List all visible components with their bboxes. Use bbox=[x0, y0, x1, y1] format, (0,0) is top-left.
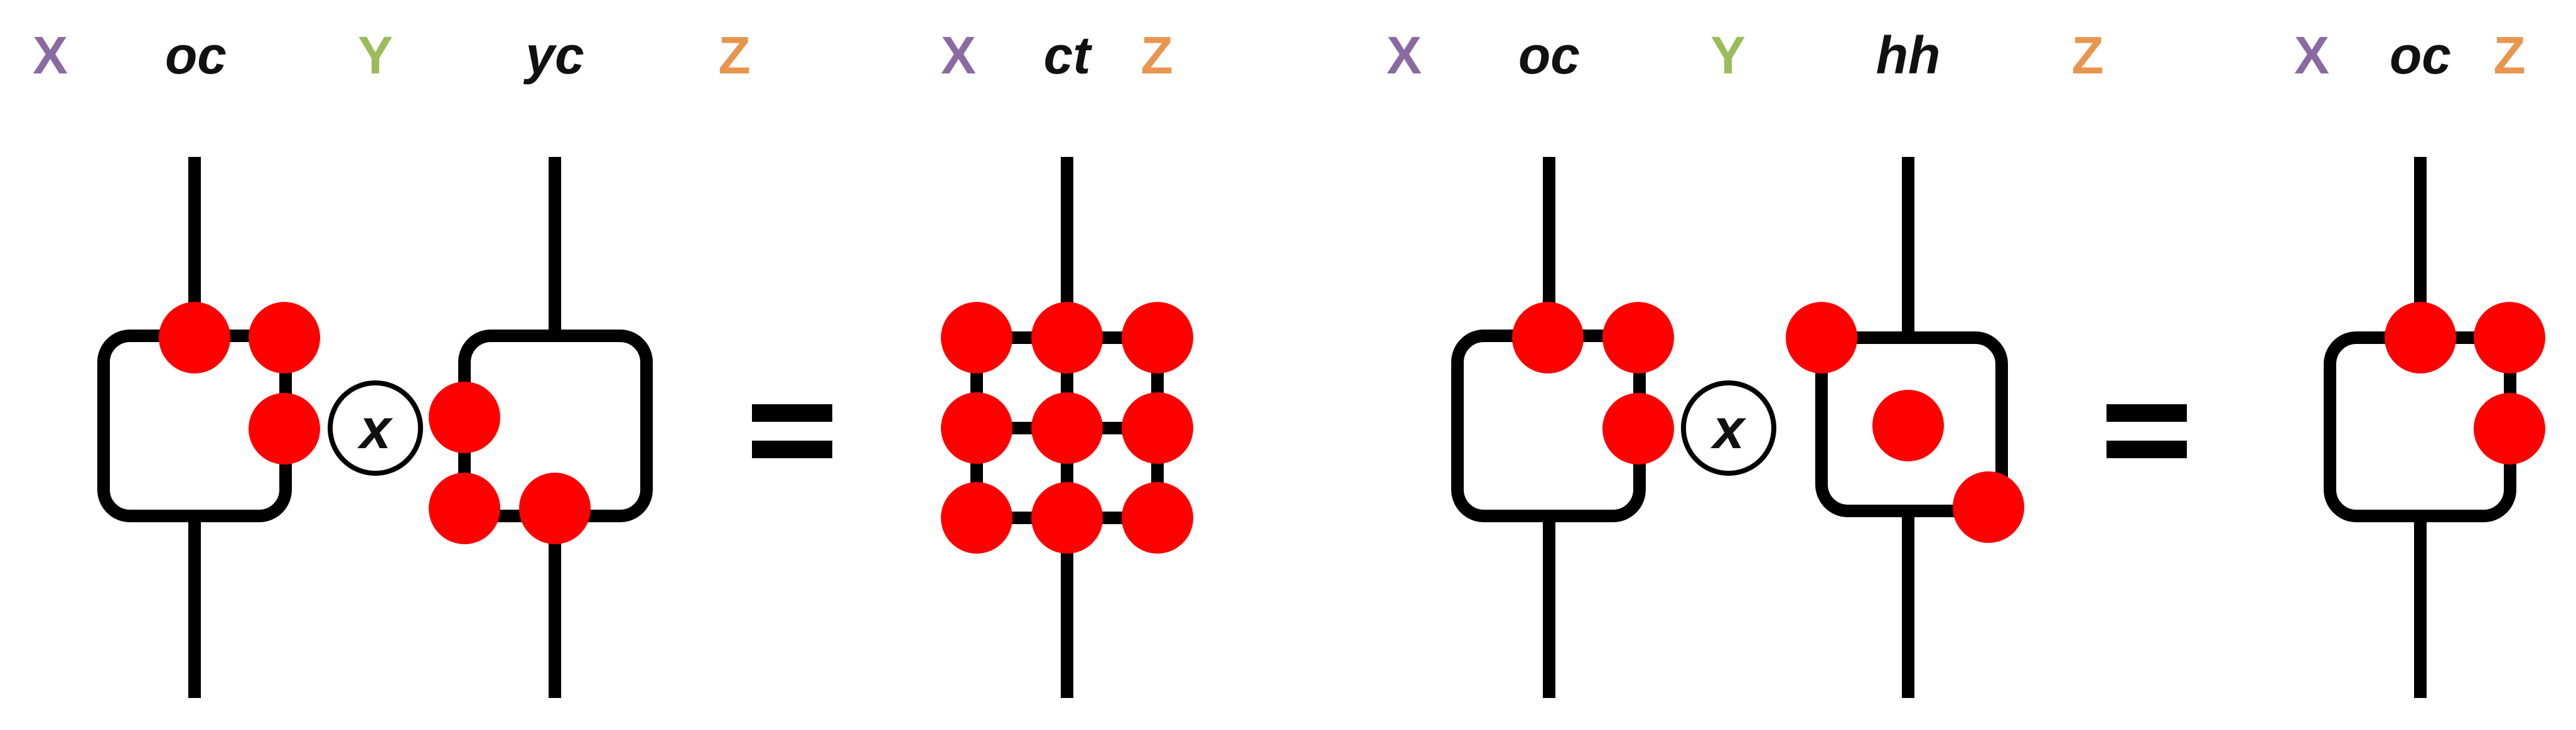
relation-box-oc bbox=[97, 157, 320, 698]
label-relation-oc: oc bbox=[2390, 26, 2451, 85]
pair-dot bbox=[941, 302, 1012, 373]
pair-dot bbox=[249, 393, 320, 464]
pair-dot bbox=[1602, 393, 1674, 464]
pair-dot bbox=[1122, 302, 1193, 373]
label-y: Y bbox=[1710, 26, 1746, 85]
box-outline bbox=[1815, 331, 2008, 517]
panel-oc-tensor-hh: x bbox=[1451, 157, 2024, 698]
pair-dot bbox=[2474, 393, 2545, 464]
equals-bar bbox=[752, 404, 832, 422]
relation-box-oc-result bbox=[2324, 157, 2545, 698]
pair-dot bbox=[1953, 471, 2024, 543]
pair-dot bbox=[1122, 482, 1193, 554]
pair-dot bbox=[2385, 302, 2456, 373]
panel-oc-tensor-yc: x bbox=[97, 157, 653, 698]
tensor-x-glyph: x bbox=[357, 398, 394, 461]
equals-sign bbox=[752, 404, 832, 458]
pair-dot bbox=[1512, 302, 1584, 373]
pair-dot bbox=[1602, 302, 1674, 373]
pair-dot bbox=[249, 302, 320, 373]
label-z: Z bbox=[2071, 26, 2103, 85]
label-x: X bbox=[2294, 26, 2329, 85]
relation-box-oc bbox=[1451, 157, 1674, 698]
circle-outline bbox=[328, 380, 423, 476]
equals-bar bbox=[2106, 441, 2187, 458]
header-labels: X oc Y yc Z X ct Z X oc Y hh Z X oc Z bbox=[33, 26, 2526, 85]
pair-dot bbox=[1031, 392, 1103, 464]
equals-bar bbox=[752, 441, 832, 458]
relation-box-hh bbox=[1786, 157, 2024, 698]
pair-dot bbox=[1031, 482, 1103, 554]
pair-dot bbox=[941, 482, 1012, 554]
pair-dot bbox=[1122, 392, 1193, 464]
label-z: Z bbox=[718, 26, 750, 85]
tensor-operator: x bbox=[1681, 380, 1776, 476]
pair-dot bbox=[159, 302, 230, 373]
label-y: Y bbox=[358, 26, 393, 85]
pair-dot bbox=[1872, 390, 1944, 461]
tensor-x-glyph: x bbox=[1710, 398, 1747, 461]
label-x: X bbox=[941, 26, 976, 85]
relation-box-yc bbox=[429, 157, 653, 698]
label-x: X bbox=[33, 26, 68, 85]
relation-box-ct bbox=[941, 157, 1193, 698]
circle-outline bbox=[1681, 380, 1776, 476]
pair-dot bbox=[429, 382, 500, 453]
tensor-operator: x bbox=[328, 380, 423, 476]
label-z: Z bbox=[1140, 26, 1173, 85]
label-relation-yc: yc bbox=[523, 26, 584, 85]
equals-sign bbox=[2106, 404, 2187, 458]
pair-dot bbox=[1786, 302, 1857, 373]
label-x: X bbox=[1387, 26, 1422, 85]
label-relation-oc: oc bbox=[1518, 26, 1580, 85]
pair-dot bbox=[519, 473, 591, 544]
pair-dot bbox=[2474, 302, 2545, 373]
label-relation-oc: oc bbox=[165, 26, 227, 85]
pair-dot bbox=[941, 392, 1012, 464]
pair-dot bbox=[1031, 302, 1103, 373]
label-z: Z bbox=[2493, 26, 2525, 85]
label-relation-hh: hh bbox=[1876, 26, 1941, 85]
pair-dot bbox=[429, 473, 500, 544]
equals-bar bbox=[2106, 404, 2187, 422]
label-relation-ct: ct bbox=[1044, 26, 1093, 85]
